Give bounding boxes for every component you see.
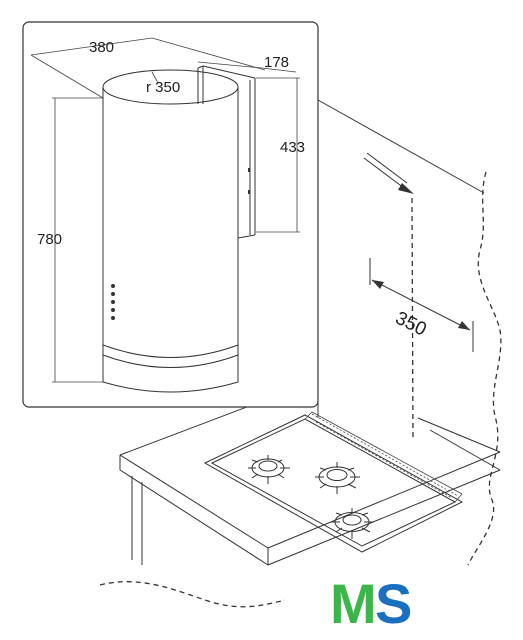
burner-middle [315, 462, 360, 494]
control-knob-row [311, 413, 459, 499]
distance-label: 350 [392, 308, 430, 341]
width-label: 380 [89, 39, 114, 56]
wall-corner-wavy-line [467, 171, 502, 566]
mount-arrow [363, 152, 414, 194]
overall-height-label: 780 [37, 231, 62, 248]
burner-front [331, 508, 374, 539]
cooktop [203, 411, 464, 553]
cylinder-hood [102, 69, 239, 393]
floor-line [99, 581, 286, 608]
ceiling-edge [317, 99, 485, 194]
chimney-height-label: 433 [280, 139, 305, 156]
distance-dimension: 350 [369, 258, 474, 352]
countertop [119, 379, 501, 566]
detail-inset: 380 178 r 350 433 780 [22, 21, 319, 408]
chimney-height-dimension: 433 [256, 77, 305, 233]
radius-dimension: r 350 [146, 71, 180, 96]
width-dimension: 380 [30, 37, 266, 99]
depth-dimension: 178 [197, 54, 297, 73]
burner-left [248, 455, 290, 484]
ms-logo: M S [330, 572, 412, 635]
logo-letter-s: S [375, 572, 412, 635]
hood-centerline [411, 197, 414, 441]
overall-height-dimension: 780 [37, 97, 103, 383]
hood-control-buttons [111, 284, 115, 320]
mounting-bracket [197, 65, 256, 239]
logo-letter-m: M [330, 572, 375, 635]
depth-label: 178 [264, 54, 289, 71]
radius-label: r 350 [146, 79, 180, 96]
